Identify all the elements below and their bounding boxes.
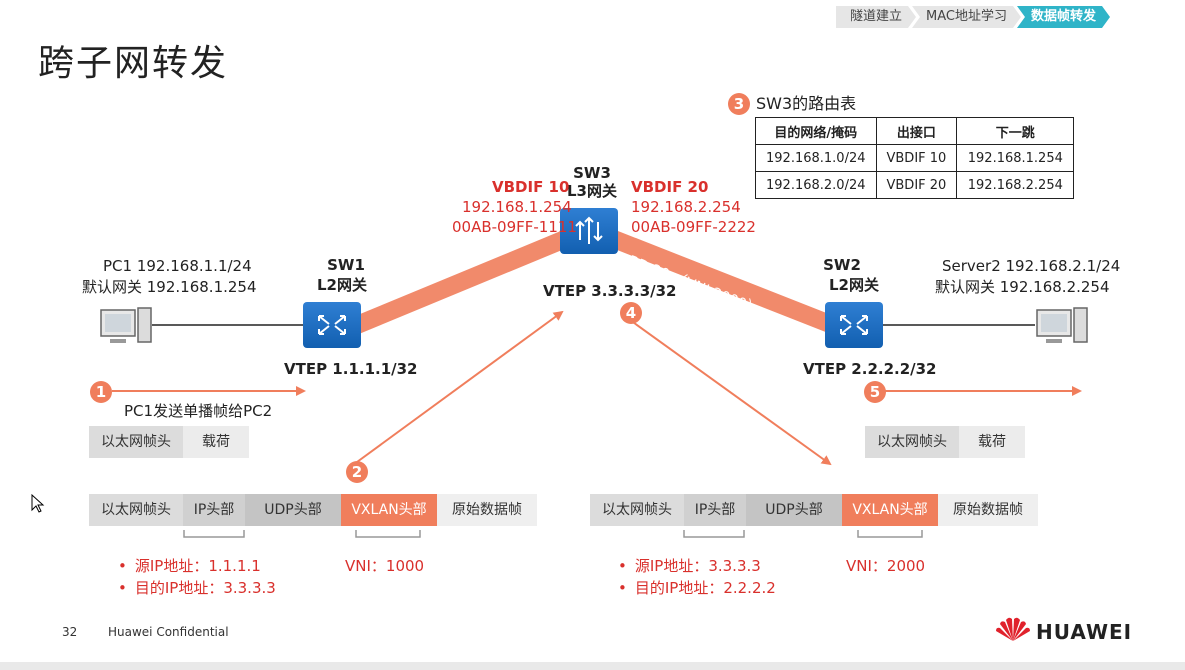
step1-badge: 1 <box>90 381 112 403</box>
server2-ip: Server2 192.168.2.1/24 <box>942 257 1121 275</box>
cell-dest: 192.168.2.0/24 <box>755 171 877 199</box>
sw3-vtep: VTEP 3.3.3.3/32 <box>543 282 677 300</box>
right-vni: VNI：2000 <box>846 557 926 575</box>
frame-udp-header: UDP头部 <box>245 494 341 526</box>
sw2-vtep: VTEP 2.2.2.2/32 <box>803 360 937 378</box>
server2-gateway: 默认网关 192.168.2.254 <box>935 278 1110 296</box>
tab-tunnel-setup[interactable]: 隧道建立 <box>836 6 916 28</box>
switch-arrows-icon <box>840 315 868 335</box>
page-title: 跨子网转发 <box>38 43 229 84</box>
vbdif10-name: VBDIF 10 <box>492 178 570 196</box>
vbdif20-name: VBDIF 20 <box>631 178 709 196</box>
switch-arrows-icon <box>318 315 346 335</box>
frame-ip-header: IP头部 <box>684 494 746 526</box>
left-dst-ip: 目的IP地址：3.3.3.3 <box>118 577 276 599</box>
frame-eth-header: 以太网帧头 <box>89 494 183 526</box>
left-src-ip: 源IP地址：1.1.1.1 <box>118 555 276 577</box>
vbdif20-mac: 00AB-09FF-2222 <box>631 218 756 236</box>
frame-vxlan-left: 以太网帧头 IP头部 UDP头部 VXLAN头部 原始数据帧 <box>89 494 537 526</box>
sw3-role: L3网关 <box>567 182 617 200</box>
sw1-switch-icon[interactable] <box>303 302 361 348</box>
step-tabs: 隧道建立 MAC地址学习 数据帧转发 <box>836 6 1110 28</box>
route-table-header: 目的网络/掩码 出接口 下一跳 <box>755 117 1075 145</box>
sw1-role: L2网关 <box>317 276 367 294</box>
pc1-gateway: 默认网关 192.168.1.254 <box>82 278 257 296</box>
sw1-name: SW1 <box>327 256 365 274</box>
server2-computer-icon[interactable] <box>1036 306 1088 346</box>
confidential-label: Huawei Confidential <box>108 625 229 639</box>
cell-nexthop: 192.168.1.254 <box>956 144 1075 172</box>
bottom-divider <box>0 662 1185 670</box>
frame-simple-right: 以太网帧头 载荷 <box>865 426 1025 458</box>
vbdif10-mac: 00AB-09FF-1111 <box>452 218 577 236</box>
brace-left-ip <box>183 530 245 538</box>
right-src-ip: 源IP地址：3.3.3.3 <box>618 555 776 577</box>
sw3-name: SW3 <box>573 164 611 182</box>
sw3-router-icon[interactable] <box>560 208 618 254</box>
frame-eth-header: 以太网帧头 <box>590 494 684 526</box>
cell-nexthop: 192.168.2.254 <box>956 171 1075 199</box>
huawei-brand-text: HUAWEI <box>1036 620 1133 644</box>
frame-ip-header: IP头部 <box>183 494 245 526</box>
router-arrows-icon <box>575 216 603 244</box>
brace-right-ip <box>683 530 745 538</box>
step1-text: PC1发送单播帧给PC2 <box>124 402 273 420</box>
frame-vxlan-header: VXLAN头部 <box>842 494 938 526</box>
frame-payload: 载荷 <box>183 426 249 458</box>
step4-badge: 4 <box>620 302 642 324</box>
tunnel-bd20 <box>587 223 849 337</box>
frame-payload: 载荷 <box>959 426 1025 458</box>
route-table: 目的网络/掩码 出接口 下一跳 192.168.1.0/24 VBDIF 10 … <box>755 117 1075 199</box>
frame-eth-header: 以太网帧头 <box>865 426 959 458</box>
vbdif20-ip: 192.168.2.254 <box>631 198 741 216</box>
cell-iface: VBDIF 10 <box>875 144 958 172</box>
tab-frame-forwarding[interactable]: 数据帧转发 <box>1017 6 1110 28</box>
mouse-cursor-icon <box>31 494 45 513</box>
sw1-vtep: VTEP 1.1.1.1/32 <box>284 360 418 378</box>
route-table-caption: SW3的路由表 <box>756 94 857 113</box>
huawei-logo-icon <box>996 617 1030 641</box>
vbdif10-ip: 192.168.1.254 <box>462 198 572 216</box>
cell-iface: VBDIF 20 <box>875 171 958 199</box>
table-row: 192.168.1.0/24 VBDIF 10 192.168.1.254 <box>755 144 1075 172</box>
frame-vxlan-right: 以太网帧头 IP头部 UDP头部 VXLAN头部 原始数据帧 <box>590 494 1038 526</box>
sw2-role: L2网关 <box>829 276 879 294</box>
right-ip-info: 源IP地址：3.3.3.3 目的IP地址：2.2.2.2 <box>618 555 776 599</box>
page-number: 32 <box>62 625 78 639</box>
header-dest: 目的网络/掩码 <box>755 117 877 145</box>
frame-original-data: 原始数据帧 <box>437 494 537 526</box>
sw2-switch-icon[interactable] <box>825 302 883 348</box>
step3-badge: 3 <box>728 93 750 115</box>
tunnel-bd10 <box>336 223 591 339</box>
step5-badge: 5 <box>864 381 886 403</box>
left-vni: VNI：1000 <box>345 557 425 575</box>
frame-eth-header: 以太网帧头 <box>89 426 183 458</box>
frame-simple-left: 以太网帧头 载荷 <box>89 426 249 458</box>
arrow-step4 <box>629 319 832 466</box>
frame-vxlan-header: VXLAN头部 <box>341 494 437 526</box>
brace-right-vni <box>857 530 923 538</box>
right-dst-ip: 目的IP地址：2.2.2.2 <box>618 577 776 599</box>
brace-left-vni <box>355 530 421 538</box>
header-iface: 出接口 <box>875 117 958 145</box>
cell-dest: 192.168.1.0/24 <box>755 144 877 172</box>
step2-badge: 2 <box>346 461 368 483</box>
header-nexthop: 下一跳 <box>956 117 1075 145</box>
left-ip-info: 源IP地址：1.1.1.1 目的IP地址：3.3.3.3 <box>118 555 276 599</box>
tab-mac-learning[interactable]: MAC地址学习 <box>912 6 1021 28</box>
arrow-step2 <box>356 310 564 463</box>
pc1-ip: PC1 192.168.1.1/24 <box>103 257 252 275</box>
frame-original-data: 原始数据帧 <box>938 494 1038 526</box>
frame-udp-header: UDP头部 <box>746 494 842 526</box>
sw2-name: SW2 <box>823 256 861 274</box>
pc1-computer-icon[interactable] <box>100 306 152 346</box>
table-row: 192.168.2.0/24 VBDIF 20 192.168.2.254 <box>755 171 1075 199</box>
